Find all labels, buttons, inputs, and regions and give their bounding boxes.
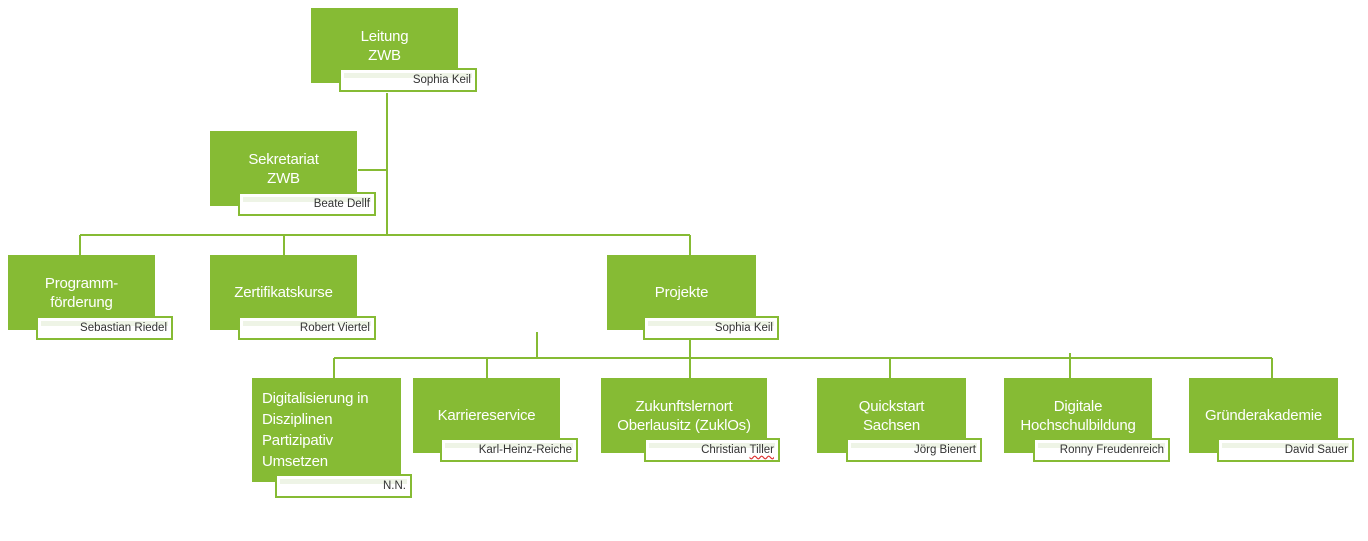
node-quickstart-title: Quickstart Sachsen (858, 397, 925, 434)
node-zukunft-title: Zukunftslernort Oberlausitz (ZuklOs) (617, 397, 751, 434)
node-digitalisierung-person: N.N. (383, 480, 406, 492)
node-karriere-title: Karriereservice (437, 407, 536, 424)
node-zukunft-person-box: Christian Tiller (644, 438, 780, 462)
node-programm-title: Programm- förderung (44, 274, 119, 311)
node-sekretariat-person-box: Beate Dellf (238, 192, 376, 216)
node-gruender-person-box: David Sauer (1217, 438, 1354, 462)
node-hochschul-person-box: Ronny Freudenreich (1033, 438, 1170, 462)
node-zukunft-person: Christian Tiller (701, 444, 774, 456)
node-zertifikat-person: Robert Viertel (299, 322, 370, 334)
node-digitalisierung-title-box: Digitalisierung in Disziplinen Partizipa… (252, 378, 401, 482)
node-gruender-title-box: Gründerakademie (1189, 378, 1338, 453)
node-projekte-person: Sophia Keil (714, 322, 773, 334)
node-projekte-person-box: Sophia Keil (643, 316, 779, 340)
node-gruender-title: Gründerakademie (1204, 407, 1323, 424)
node-gruender-person: David Sauer (1284, 444, 1348, 456)
node-hochschul-title: Digitale Hochschulbildung (1020, 397, 1136, 434)
node-sekretariat-title: Sekretariat ZWB (248, 150, 319, 187)
node-digitalisierung-person-box: N.N. (275, 474, 412, 498)
node-leitung-person: Sophia Keil (412, 74, 471, 86)
node-zukunft-person-first: Christian (701, 444, 747, 456)
node-leitung-person-box: Sophia Keil (339, 68, 477, 92)
node-karriere-person: Karl-Heinz-Reiche (478, 444, 572, 456)
node-digitalisierung-title: Digitalisierung in Disziplinen Partizipa… (262, 390, 369, 470)
node-programm-person: Sebastian Riedel (80, 322, 167, 334)
node-quickstart-person: Jörg Bienert (913, 444, 976, 456)
node-zertifikat-title: Zertifikatskurse (234, 284, 333, 301)
node-quickstart-person-box: Jörg Bienert (846, 438, 982, 462)
node-leitung-title: Leitung ZWB (360, 27, 409, 64)
node-programm-person-box: Sebastian Riedel (36, 316, 173, 340)
node-projekte-title: Projekte (654, 284, 709, 301)
node-zertifikat-person-box: Robert Viertel (238, 316, 376, 340)
node-zukunft-person-last: Tiller (749, 444, 775, 456)
node-sekretariat-person: Beate Dellf (313, 198, 370, 210)
node-hochschul-person: Ronny Freudenreich (1059, 444, 1164, 456)
node-karriere-person-box: Karl-Heinz-Reiche (440, 438, 578, 462)
